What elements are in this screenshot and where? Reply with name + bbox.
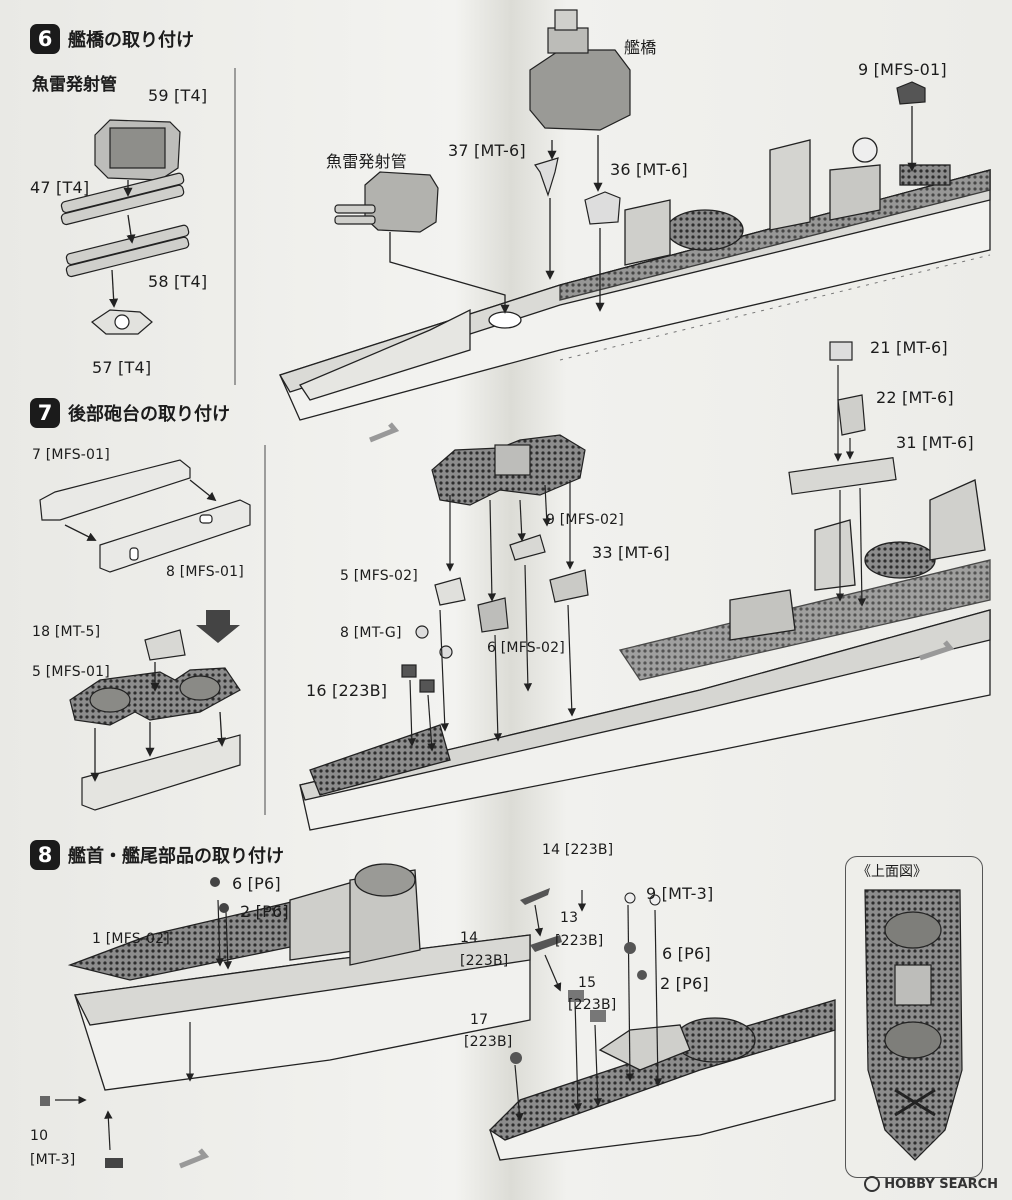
hull-stern-step8 bbox=[488, 999, 836, 1161]
part-label: 21 [MT-6] bbox=[870, 338, 948, 357]
watermark-text: HOBBY SEARCH bbox=[884, 1176, 998, 1192]
part-label: 6 [MFS-02] bbox=[487, 640, 565, 656]
part-label: [223B] bbox=[555, 933, 604, 949]
step-7-header: 7 後部砲台の取り付け bbox=[30, 398, 230, 428]
part-label: 13 bbox=[560, 910, 579, 926]
gun-deck-assembly-drawing bbox=[69, 629, 241, 811]
part-label: 9 [MFS-01] bbox=[858, 60, 947, 79]
part-label: 33 [MT-6] bbox=[592, 543, 670, 562]
torpedo-mount-center bbox=[334, 171, 439, 233]
part-label: [223B] bbox=[464, 1034, 513, 1050]
part-label: 7 [MFS-01] bbox=[32, 447, 110, 463]
part-label: 31 [MT-6] bbox=[896, 433, 974, 452]
bridge-drawing bbox=[529, 9, 631, 131]
part-label: 2 [P6] bbox=[660, 974, 709, 993]
part-label: 6 [P6] bbox=[662, 944, 711, 963]
part-label: 14 bbox=[460, 930, 479, 946]
part-label: 8 [MT-G] bbox=[340, 625, 402, 641]
step-7-number: 7 bbox=[30, 398, 60, 428]
gun-deck-frame-drawing bbox=[39, 459, 251, 573]
part-label: 5 [MFS-02] bbox=[340, 568, 418, 584]
logo-icon bbox=[864, 1176, 881, 1192]
torpedo-mount-drawing bbox=[60, 119, 190, 335]
part-label: 1 [MFS-02] bbox=[92, 931, 170, 947]
hull-forward-step6 bbox=[279, 137, 991, 421]
torpedo-subtitle: 魚雷発射管 bbox=[32, 75, 117, 95]
part-label: 58 [T4] bbox=[148, 272, 208, 291]
part-label: 5 [MFS-01] bbox=[32, 664, 110, 680]
part-label: 9 [MFS-02] bbox=[546, 512, 624, 528]
watermark-logo: HOBBY SEARCH bbox=[864, 1176, 998, 1192]
part-label: 17 bbox=[470, 1012, 489, 1028]
hull-aft-step7 bbox=[299, 479, 991, 831]
part-label: 2 [P6] bbox=[240, 902, 289, 921]
part-label: [MT-3] bbox=[30, 1152, 76, 1168]
part-label: 22 [MT-6] bbox=[876, 388, 954, 407]
part-label: 6 [P6] bbox=[232, 874, 281, 893]
top-view-inset bbox=[845, 856, 983, 1178]
step-6-number: 6 bbox=[30, 24, 60, 54]
top-view-title: 《上面図》 bbox=[857, 864, 927, 880]
part-label: 8 [MFS-01] bbox=[166, 564, 244, 580]
turret-deck-parts bbox=[401, 341, 897, 693]
part-label: 36 [MT-6] bbox=[610, 160, 688, 179]
part-label: 18 [MT-5] bbox=[32, 624, 101, 640]
step-8-number: 8 bbox=[30, 840, 60, 870]
step-6-header: 6 艦橋の取り付け bbox=[30, 24, 194, 54]
top-view-hull bbox=[864, 889, 963, 1161]
part-label: 37 [MT-6] bbox=[448, 141, 526, 160]
part-label: 14 [223B] bbox=[542, 842, 614, 858]
hull-bow-step8 bbox=[67, 863, 531, 1091]
part-label: 57 [T4] bbox=[92, 358, 152, 377]
step-7-title: 後部砲台の取り付け bbox=[68, 404, 230, 425]
step-8-title: 艦首・艦尾部品の取り付け bbox=[68, 846, 284, 867]
torpedo-label: 魚雷発射管 bbox=[326, 152, 408, 171]
part-label: 16 [223B] bbox=[306, 681, 388, 700]
part-label: 59 [T4] bbox=[148, 86, 208, 105]
part-label: [223B] bbox=[568, 997, 617, 1013]
step-8-header: 8 艦首・艦尾部品の取り付け bbox=[30, 840, 284, 870]
part-label: 15 bbox=[578, 975, 597, 991]
part-label: [223B] bbox=[460, 953, 509, 969]
bridge-label: 艦橋 bbox=[624, 38, 657, 57]
part-label: 9 [MT-3] bbox=[646, 884, 714, 903]
step-6-title: 艦橋の取り付け bbox=[68, 30, 194, 51]
part-label: 10 bbox=[30, 1128, 49, 1144]
part-label: 47 [T4] bbox=[30, 178, 90, 197]
